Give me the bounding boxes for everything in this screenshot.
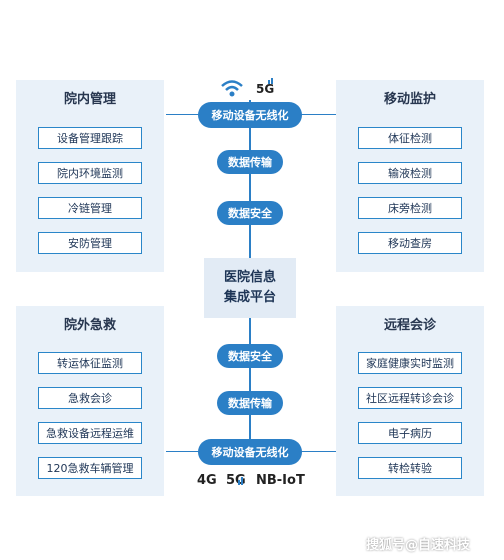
panel-title: 院内管理 (63, 91, 116, 107)
wifi-icon (220, 78, 244, 98)
panel-item: 转运体征监测 (38, 352, 142, 374)
panel-item: 急救会诊 (38, 387, 142, 409)
panel-remote-consultation: 远程会诊 家庭健康实时监测 社区远程转诊会诊 电子病历 转检转验 (336, 306, 484, 496)
panel-title: 院外急救 (63, 317, 116, 333)
panel-item: 床旁检测 (358, 197, 462, 219)
panel-item: 移动查房 (358, 232, 462, 254)
panel-item: 设备管理跟踪 (38, 127, 142, 149)
top-data-security-pill: 数据安全 (217, 201, 283, 225)
panel-item: 体征检测 (358, 127, 462, 149)
panel-item: 社区远程转诊会诊 (358, 387, 462, 409)
bottom-wireless-pill: 移动设备无线化 (198, 439, 302, 465)
tech-5g-label: 5G (226, 473, 246, 488)
panel-out-of-hospital-emergency: 院外急救 转运体征监测 急救会诊 急救设备远程运维 120急救车辆管理 (16, 306, 164, 496)
panel-item: 转检转验 (358, 457, 462, 479)
signal-5g-icon: 5G (254, 78, 280, 98)
panel-item: 输液检测 (358, 162, 462, 184)
integration-platform-box: 医院信息 集成平台 (204, 258, 296, 318)
bottom-data-transfer-pill: 数据传输 (217, 391, 283, 415)
panel-title: 远程会诊 (383, 317, 436, 333)
center-line-2: 集成平台 (223, 290, 276, 305)
tech-nbiot-label: NB-IoT (256, 473, 305, 488)
panel-item: 电子病历 (358, 422, 462, 444)
panel-mobile-monitoring: 移动监护 体征检测 输液检测 床旁检测 移动查房 (336, 80, 484, 272)
signal-bars-icon (238, 470, 246, 489)
top-wireless-pill: 移动设备无线化 (198, 102, 302, 128)
panel-item: 120急救车辆管理 (38, 457, 142, 479)
tech-4g-label: 4G (197, 473, 217, 488)
panel-item: 安防管理 (38, 232, 142, 254)
panel-in-hospital-management: 院内管理 设备管理跟踪 院内环境监测 冷链管理 安防管理 (16, 80, 164, 272)
panel-item: 家庭健康实时监测 (358, 352, 462, 374)
panel-title: 移动监护 (383, 91, 436, 107)
signal-5g-label: 5G (256, 82, 275, 96)
panel-item: 冷链管理 (38, 197, 142, 219)
panel-item: 院内环境监测 (38, 162, 142, 184)
panel-item: 急救设备远程运维 (38, 422, 142, 444)
center-line-1: 医院信息 (223, 270, 276, 285)
top-data-transfer-pill: 数据传输 (217, 150, 283, 174)
watermark-text: 搜狐号@自速科技 (366, 538, 471, 553)
bottom-data-security-pill: 数据安全 (217, 344, 283, 368)
